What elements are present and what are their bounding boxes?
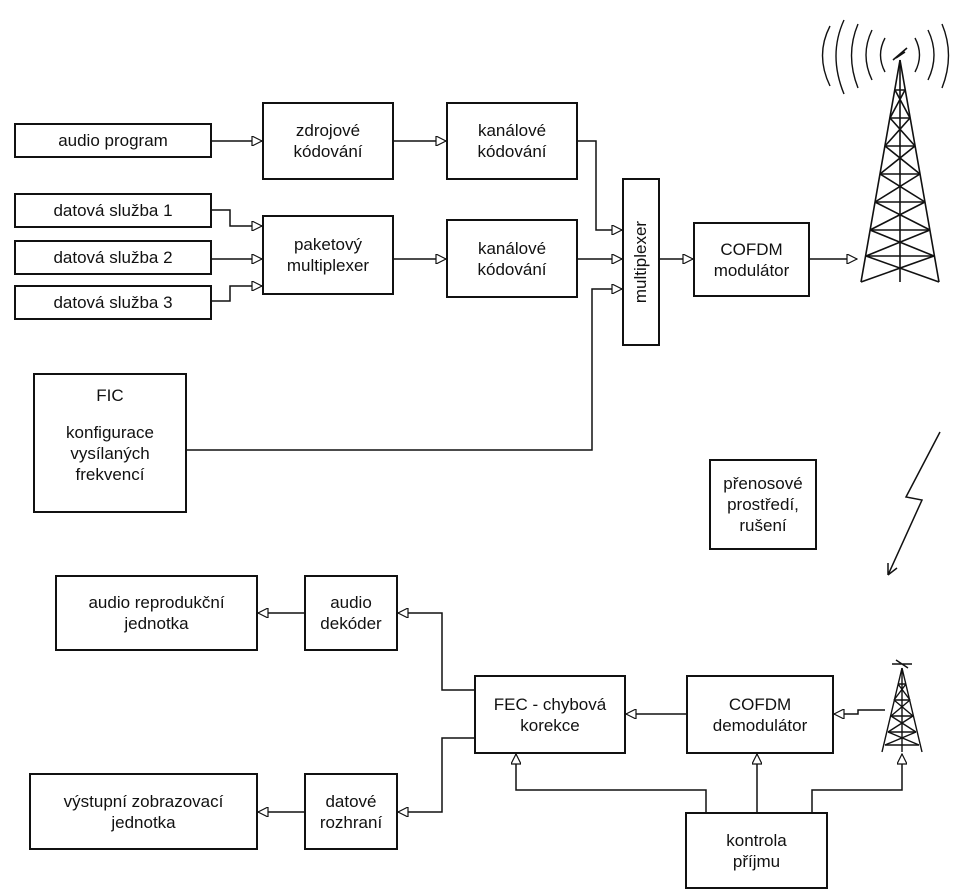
channel-coding-1-label-line1: kanálové bbox=[477, 121, 547, 140]
source-coding-label-line2: kódování bbox=[293, 142, 363, 161]
channel-coding-2-label-line1: kanálové bbox=[477, 238, 547, 258]
audio-decoder-label-line2: dekóder bbox=[320, 614, 382, 633]
fic-label-line1: FIC bbox=[96, 386, 124, 405]
fic-label-line4: vysílaných bbox=[70, 444, 150, 463]
cofdm-modulator-label-line2: modulátor bbox=[713, 260, 790, 280]
channel-coding-box-1: kanálové kódování bbox=[446, 102, 578, 180]
fic-label-line3: konfigurace bbox=[66, 423, 154, 442]
data-service-1-label: datová služba 1 bbox=[53, 201, 173, 220]
medium-label-line3: rušení bbox=[739, 516, 787, 535]
cofdm-demod-label-line2: demodulátor bbox=[712, 715, 808, 735]
packet-mux-label-line2: multiplexer bbox=[286, 256, 370, 275]
fec-label-line1: FEC - chybová bbox=[493, 694, 607, 714]
transmission-medium-box: přenosové prostředí, rušení bbox=[709, 459, 817, 550]
fic-label-line5: frekvencí bbox=[75, 465, 145, 484]
audio-decoder-label-line1: audio bbox=[330, 593, 372, 612]
audio-program-label: audio program bbox=[58, 131, 168, 150]
fec-box: FEC - chybová korekce bbox=[474, 675, 626, 754]
broadcast-waves-icon bbox=[821, 19, 950, 95]
channel-coding-1-label-line2: kódování bbox=[477, 142, 547, 161]
fec-label-line2: korekce bbox=[520, 715, 580, 735]
data-interface-box: datové rozhraní bbox=[304, 773, 398, 850]
display-output-box: výstupní zobrazovací jednotka bbox=[29, 773, 258, 850]
wire-data1-to-packet bbox=[212, 209, 262, 226]
display-output-label-line1: výstupní zobrazovací bbox=[63, 791, 224, 811]
wire-fec-to-data-interface bbox=[398, 737, 474, 812]
wire-fec-to-audio-decoder bbox=[398, 613, 474, 691]
channel-coding-box-2: kanálové kódování bbox=[446, 219, 578, 298]
data-interface-label-line1: datové bbox=[325, 791, 377, 811]
lightning-bolt-icon bbox=[887, 431, 941, 576]
reception-control-label-line2: příjmu bbox=[732, 851, 781, 871]
cofdm-modulator-label-line1: COFDM bbox=[720, 239, 783, 259]
cofdm-demod-label-line1: COFDM bbox=[728, 694, 792, 714]
reception-control-box: kontrola příjmu bbox=[685, 812, 828, 889]
data-interface-label-line2: rozhraní bbox=[319, 812, 383, 832]
audio-output-label-line1: audio reprodukční bbox=[88, 593, 225, 612]
audio-program-box: audio program bbox=[14, 123, 212, 158]
wire-channel1-to-mux bbox=[578, 140, 622, 230]
wire-data3-to-packet bbox=[212, 286, 262, 302]
cofdm-modulator-box: COFDM modulátor bbox=[693, 222, 810, 297]
source-coding-box: zdrojové kódování bbox=[262, 102, 394, 180]
data-service-3-label: datová služba 3 bbox=[53, 293, 173, 312]
wire-control-to-antenna bbox=[811, 754, 902, 812]
wire-control-to-fec bbox=[516, 754, 707, 812]
multiplexer-label: multiplexer bbox=[631, 220, 650, 304]
packet-multiplexer-box: paketový multiplexer bbox=[262, 215, 394, 295]
medium-label-line1: přenosové bbox=[723, 474, 803, 493]
wire-fic-to-mux bbox=[187, 289, 622, 451]
channel-coding-2-label-line2: kódování bbox=[477, 259, 547, 279]
receiver-tower-icon bbox=[881, 659, 923, 753]
wire-antenna-to-demod bbox=[834, 710, 885, 714]
data-service-3-box: datová služba 3 bbox=[14, 285, 212, 320]
data-service-2-label: datová služba 2 bbox=[53, 248, 173, 267]
multiplexer-box bbox=[622, 178, 660, 346]
reception-control-label-line1: kontrola bbox=[726, 830, 787, 850]
fic-box: FIC konfigurace vysílaných frekvencí bbox=[33, 373, 187, 513]
source-coding-label-line1: zdrojové bbox=[295, 121, 361, 140]
transmitter-tower-icon bbox=[860, 47, 940, 283]
cofdm-demodulator-box: COFDM demodulátor bbox=[686, 675, 834, 754]
data-service-1-box: datová služba 1 bbox=[14, 193, 212, 228]
audio-output-box: audio reprodukční jednotka bbox=[55, 575, 258, 651]
display-output-label-line2: jednotka bbox=[111, 812, 176, 832]
packet-mux-label-line1: paketový bbox=[293, 235, 363, 254]
audio-decoder-box: audio dekóder bbox=[304, 575, 398, 651]
medium-label-line2: prostředí, bbox=[727, 495, 799, 514]
data-service-2-box: datová služba 2 bbox=[14, 240, 212, 275]
audio-output-label-line2: jednotka bbox=[124, 614, 189, 633]
